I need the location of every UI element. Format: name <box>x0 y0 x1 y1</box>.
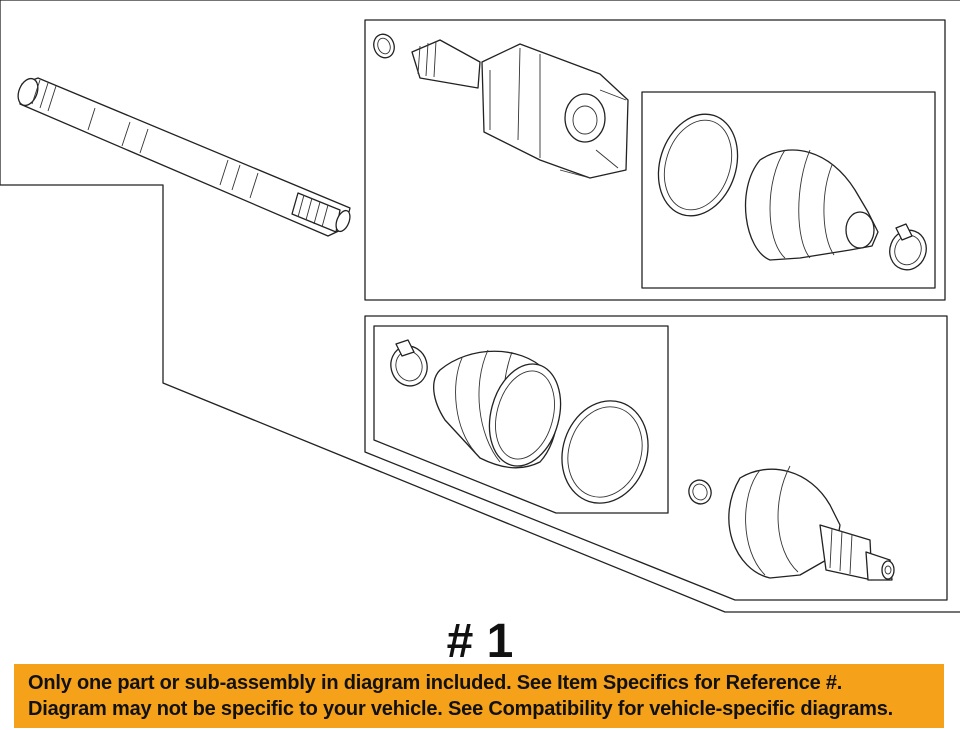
snap-ring-icon <box>373 33 395 59</box>
reference-number: # 1 <box>446 615 514 668</box>
notice-line-2: Diagram may not be specific to your vehi… <box>28 698 894 720</box>
diagram-outline <box>0 0 960 613</box>
notice-line-1: Only one part or sub-assembly in diagram… <box>28 672 843 694</box>
notice-banner: Only one part or sub-assembly in diagram… <box>14 664 944 728</box>
intermediate-shaft <box>17 77 351 237</box>
lower-inset-box <box>364 315 948 601</box>
outer-cv-joint <box>728 465 895 581</box>
axle-parts-diagram <box>0 0 960 613</box>
outer-snap-ring-icon <box>688 479 712 505</box>
inner-boot <box>744 149 879 261</box>
upper-inset-box <box>364 19 946 301</box>
boot-clamp-large-icon <box>657 113 739 217</box>
outer-boot-clamp-small-icon <box>390 339 428 387</box>
inner-cv-joint <box>411 39 629 179</box>
boot-clamp-small-icon <box>889 223 927 271</box>
outer-boot <box>433 349 562 469</box>
outer-boot-clamp-large-icon <box>561 400 649 504</box>
lower-boot-kit-box <box>373 325 669 514</box>
upper-boot-kit-box <box>641 91 936 289</box>
